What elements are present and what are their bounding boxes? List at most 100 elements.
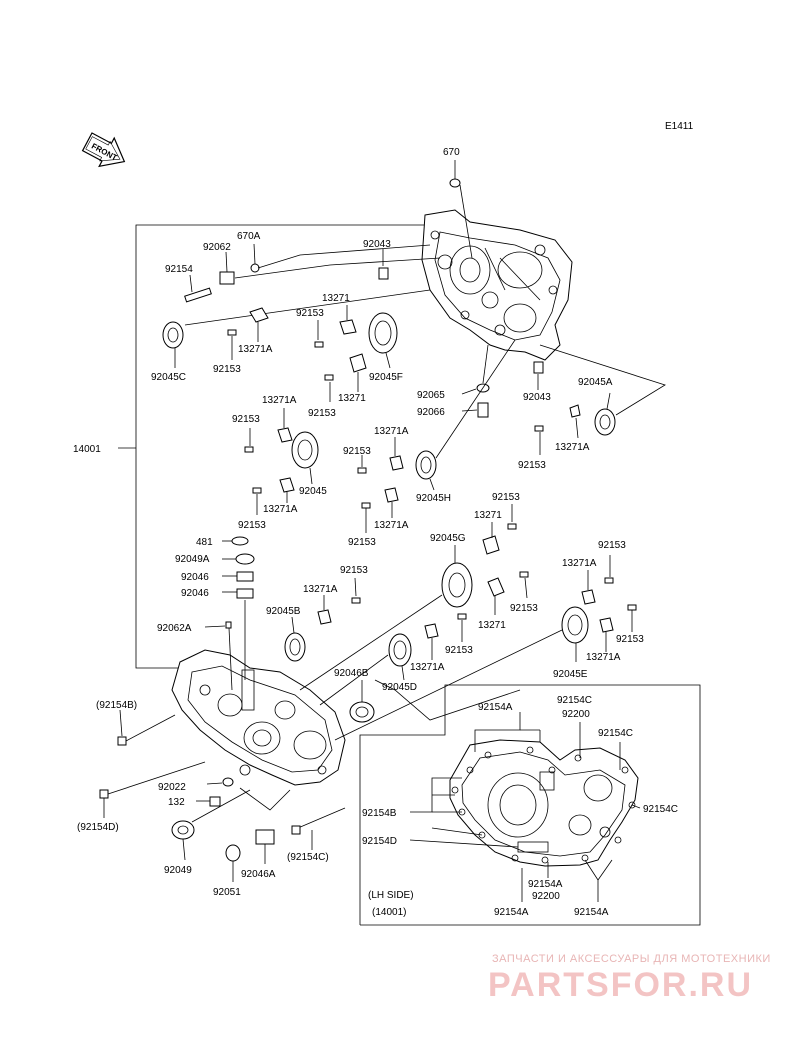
part-label: 92154C — [643, 804, 678, 815]
part-label: 13271 — [338, 393, 366, 404]
part-label: 92154B — [362, 808, 397, 819]
part-label: 92049A — [175, 554, 210, 565]
part-label: 92043 — [363, 239, 391, 250]
part-label: 92022 — [158, 782, 186, 793]
part-label: 92154A — [494, 907, 529, 918]
part-label: 92153 — [308, 408, 336, 419]
part-label: 92200 — [532, 891, 560, 902]
part-label: 92200 — [562, 709, 590, 720]
assembly-bracket — [118, 224, 430, 669]
part-label: 92153 — [238, 520, 266, 531]
part-label: 92154C — [598, 728, 633, 739]
part-label: 92043 — [523, 392, 551, 403]
part-label: 92045 — [299, 486, 327, 497]
part-label: 92154 — [165, 264, 193, 275]
washer-plug-group — [196, 777, 234, 807]
bushing-92046b — [349, 679, 521, 723]
bearing-92045c — [162, 289, 431, 368]
bearing-92045 — [244, 408, 319, 515]
part-label: (92154D) — [77, 822, 119, 833]
bearing-92045d — [319, 633, 412, 706]
part-label: 92045G — [430, 533, 466, 544]
lh-side-inset: (LH SIDE) (14001) — [359, 684, 701, 926]
part-label: 13271A — [410, 662, 445, 673]
part-label: 92153 — [445, 645, 473, 656]
part-label: 92153 — [598, 540, 626, 551]
part-label: 13271A — [263, 504, 298, 515]
inset-assembly-label: (14001) — [372, 907, 406, 918]
part-label: 92153 — [492, 492, 520, 503]
bearing-92045h — [357, 339, 516, 533]
part-labels: 670 670A 92062 92154 92043 13271 92153 1… — [73, 147, 678, 918]
watermark-tagline: ЗАПЧАСТИ И АКСЕССУАРЫ ДЛЯ МОТОТЕХНИКИ — [492, 953, 771, 965]
plate-bolt-group-3 — [317, 577, 361, 625]
part-label: 92045A — [578, 377, 613, 388]
top-left-fasteners — [184, 243, 441, 303]
part-label: 92046A — [241, 869, 276, 880]
part-label: 92153 — [213, 364, 241, 375]
plate-bolt-group-1 — [227, 305, 367, 402]
part-label: 92153 — [510, 603, 538, 614]
plate-bolt-group-4 — [424, 571, 529, 660]
part-label: 92153 — [616, 634, 644, 645]
plate-bolt-group-2 — [482, 504, 517, 555]
part-label: 13271A — [586, 652, 621, 663]
part-label: 13271A — [374, 520, 409, 531]
part-label: 92045D — [382, 682, 417, 693]
part-label: 92045B — [266, 606, 301, 617]
bearing-92045a — [534, 344, 666, 455]
part-label: 670A — [237, 231, 261, 242]
bearing-92045g — [299, 545, 473, 691]
part-label: 481 — [196, 537, 213, 548]
part-label: 92154C — [557, 695, 592, 706]
front-arrow-icon: FRONT — [81, 132, 126, 168]
watermark: ЗАПЧАСТИ И АКСЕССУАРЫ ДЛЯ МОТОТЕХНИКИ PA… — [488, 953, 771, 1004]
bearing-92045b — [284, 616, 306, 662]
part-label: 13271A — [562, 558, 597, 569]
part-label: 92153 — [296, 308, 324, 319]
part-label: 92062 — [203, 242, 231, 253]
part-label: 13271 — [474, 510, 502, 521]
part-label: (92154B) — [96, 700, 137, 711]
part-label: 13271 — [478, 620, 506, 631]
part-label: 92049 — [164, 865, 192, 876]
o-ring-670 — [449, 160, 473, 259]
part-label: 92154A — [528, 879, 563, 890]
part-label: 92154A — [478, 702, 513, 713]
part-label: 92046B — [334, 668, 369, 679]
part-label: 13271A — [555, 442, 590, 453]
bearing-92045f — [368, 312, 398, 369]
part-label: 92045F — [369, 372, 403, 383]
part-label: 92046 — [181, 588, 209, 599]
pin-92062a — [204, 621, 233, 691]
part-label: 92154A — [574, 907, 609, 918]
part-label: 92046 — [181, 572, 209, 583]
part-label: 92062A — [157, 623, 192, 634]
part-label: 92153 — [232, 414, 260, 425]
diagram-code: E1411 — [665, 121, 694, 132]
watermark-brand: PARTSFOR.RU — [488, 966, 753, 1004]
part-label: 92045C — [151, 372, 186, 383]
part-label: 92153 — [518, 460, 546, 471]
part-label: 13271A — [238, 344, 273, 355]
part-label: 92045E — [553, 669, 588, 680]
dowel-pins — [378, 249, 544, 390]
part-label: 670 — [443, 147, 460, 158]
part-label: 13271A — [303, 584, 338, 595]
part-label: 92065 — [417, 390, 445, 401]
part-label: 92153 — [348, 537, 376, 548]
lower-seals — [171, 787, 291, 882]
part-label: 14001 — [73, 444, 101, 455]
part-label: 92154D — [362, 836, 397, 847]
part-label: 92045H — [416, 493, 451, 504]
part-label: 13271 — [322, 293, 350, 304]
part-label: 13271A — [374, 426, 409, 437]
bearing-92045e — [334, 555, 637, 741]
part-label: 92153 — [343, 446, 371, 457]
long-bolts — [99, 709, 346, 850]
part-label: 92066 — [417, 407, 445, 418]
part-label: 92153 — [340, 565, 368, 576]
part-label: 13271A — [262, 395, 297, 406]
